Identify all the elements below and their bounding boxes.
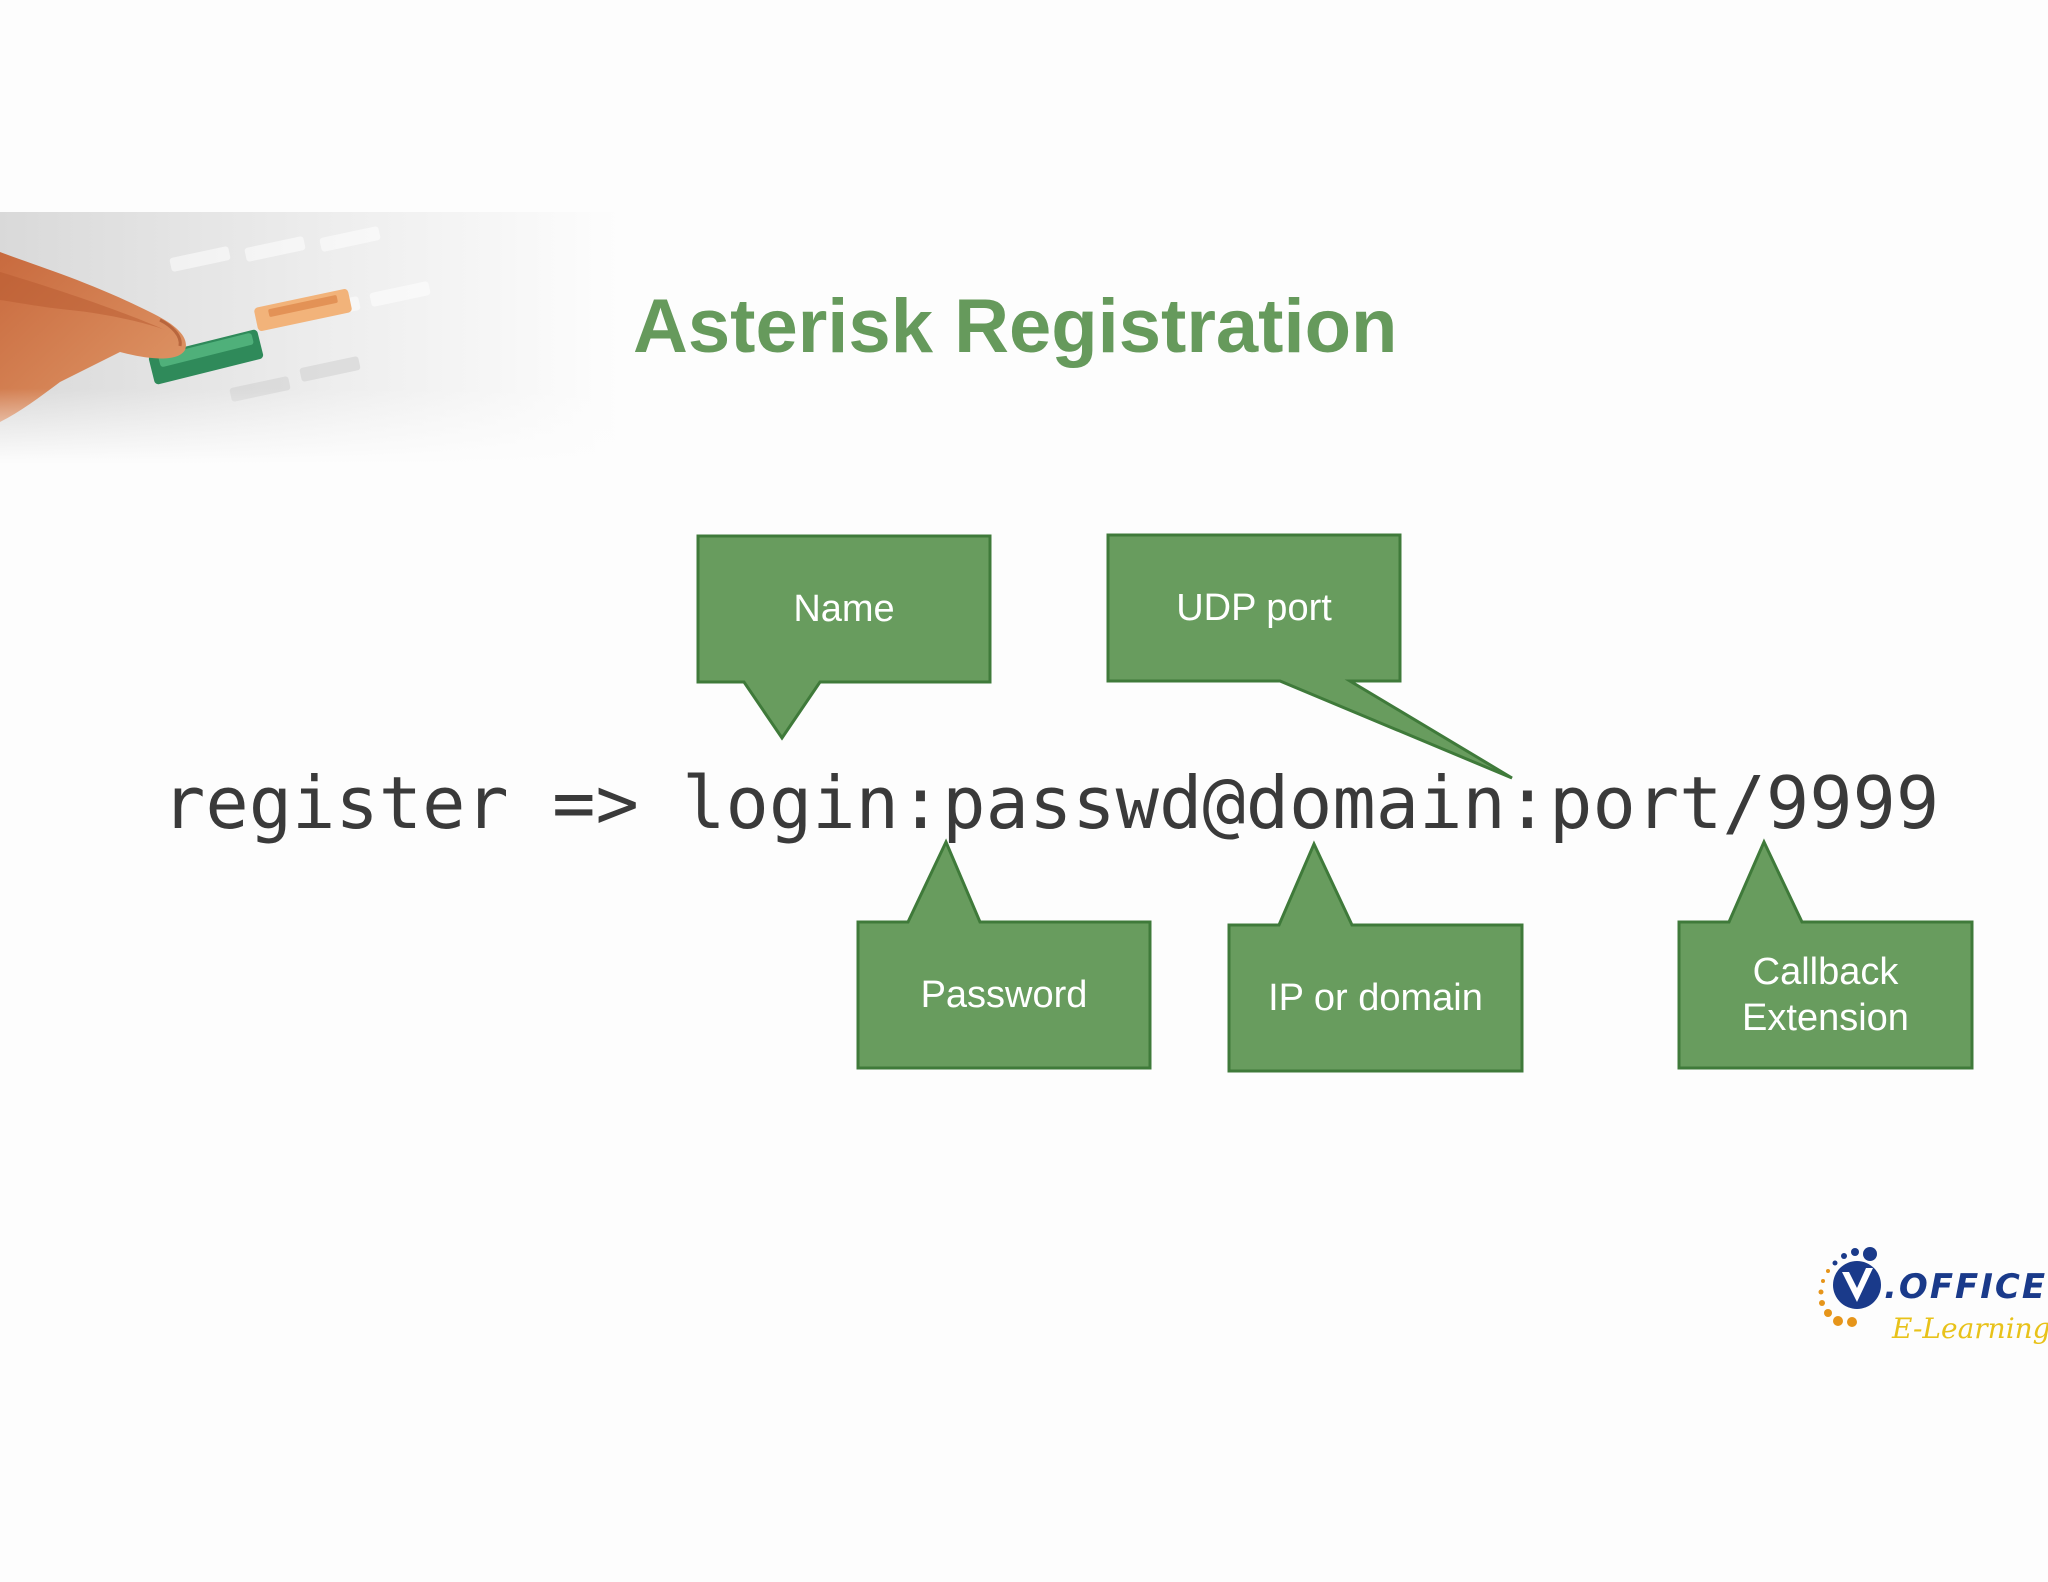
callout-callback-line1: Callback: [1752, 951, 1899, 993]
callout-udp-port-text: UDP port: [1176, 587, 1332, 629]
callout-udp-port-shape: [1106, 533, 1513, 780]
logo-brand-text: .OFFICE: [1884, 1267, 2047, 1307]
register-code-line: register => login:passwd@domain:port/999…: [162, 758, 1939, 848]
callout-name-text: Name: [793, 588, 895, 630]
callout-callback-line2: Extension: [1742, 997, 1909, 1039]
keypad-hand-photo: [0, 212, 620, 464]
logo-tagline-text: E-Learning: [1891, 1312, 2048, 1345]
callout-password-shape: [856, 838, 1152, 1070]
callout-name-label: Name: [698, 536, 990, 682]
logo-dots: [1818, 1247, 1877, 1327]
code-body: login:passwd@domain:port/9999: [682, 761, 1940, 845]
callout-callback-label: Callback Extension: [1679, 922, 1972, 1068]
code-prefix: register =>: [162, 761, 683, 845]
callout-udp-port-label: UDP port: [1108, 535, 1400, 681]
callout-password-text: Password: [920, 974, 1088, 1016]
callout-password-label: Password: [858, 922, 1150, 1068]
callout-ip-domain-text: IP or domain: [1268, 977, 1483, 1019]
slide-title: Asterisk Registration: [633, 284, 1398, 369]
callout-ip-domain-shape: [1227, 840, 1524, 1073]
callout-callback-shape: [1677, 838, 1974, 1070]
callout-ip-domain-label: IP or domain: [1229, 925, 1522, 1071]
callout-name-shape: [696, 534, 992, 741]
voffice-elearning-logo: .OFFICE E-Learning: [1818, 1247, 2048, 1345]
